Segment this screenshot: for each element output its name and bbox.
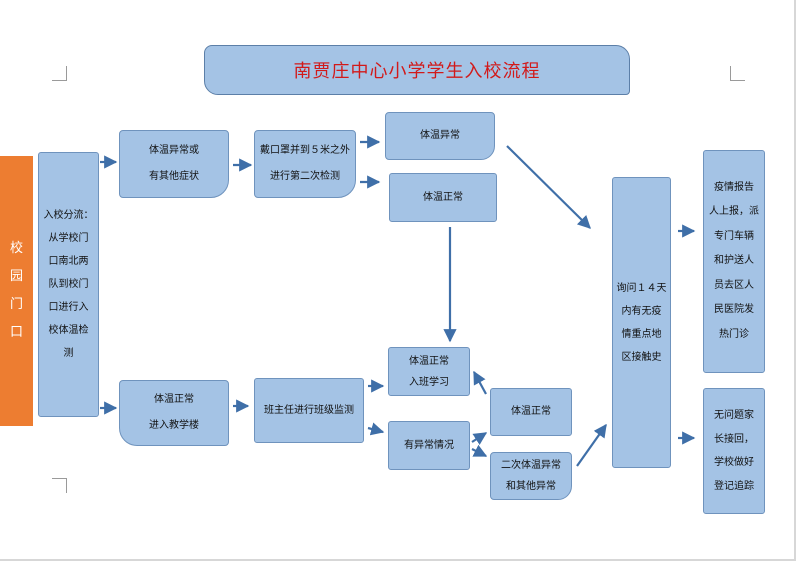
node-entry-diversion: 入校分流： 从学校门 口南北两 队到校门 口进行入 校体温检 测: [38, 152, 99, 417]
node-temp-normal-2: 体温正常: [490, 388, 572, 436]
node-temp-normal-text: 体温正常: [423, 191, 463, 203]
node-temp-normal: 体温正常: [389, 173, 497, 222]
campus-gate-bar: 校园门口: [0, 156, 33, 426]
node-teacher-monitor: 班主任进行班级监测: [254, 378, 364, 443]
node-normal-enter-class: 体温正常 入班学习: [388, 347, 470, 396]
node-normal-enter-building: 体温正常 进入教学楼: [119, 380, 229, 446]
arrow-abnormal-case-to-normal2: [471, 432, 488, 445]
node-mask-second-check-text: 戴口罩并到５米之外 进行第二次检测: [260, 145, 350, 182]
arrow-second-to-inquire: [576, 423, 607, 467]
node-report-hospital: 疫情报告 人上报，派 专门车辆 和护送人 员去区人 民医院发 热门诊: [703, 150, 765, 373]
campus-gate-label: 校园门口: [9, 241, 23, 340]
corner-mark-top-left: [52, 66, 67, 81]
node-normal-enter-class-text: 体温正常 入班学习: [409, 355, 449, 388]
corner-mark-bottom-left: [52, 478, 67, 493]
node-has-abnormal-text: 有异常情况: [404, 439, 454, 451]
corner-mark-top-right: [730, 66, 745, 81]
node-temp-normal-2-text: 体温正常: [511, 406, 551, 417]
page-title: 南贾庄中心小学学生入校流程: [293, 61, 541, 82]
node-mask-second-check: 戴口罩并到５米之外 进行第二次检测: [254, 130, 356, 198]
title-banner: 南贾庄中心小学学生入校流程: [204, 45, 630, 95]
node-abnormal-or-symptoms: 体温异常或 有其他症状: [119, 130, 229, 198]
arrow-abnormal-case-to-second: [471, 444, 488, 457]
node-second-abnormal: 二次体温异常 和其他异常: [490, 452, 572, 500]
node-inquire-history-text: 询问１４天 内有无疫 情重点地 区接触史: [616, 282, 667, 363]
node-has-abnormal: 有异常情况: [388, 421, 470, 470]
node-inquire-history: 询问１４天 内有无疫 情重点地 区接触史: [612, 177, 671, 468]
arrow-teacher-to-abnormal-case: [367, 422, 385, 436]
node-abnormal-or-symptoms-text: 体温异常或 有其他症状: [149, 145, 199, 182]
node-report-hospital-text: 疫情报告 人上报，派 专门车辆 和护送人 员去区人 民医院发 热门诊: [709, 181, 759, 340]
arrow-temp-normal2-to-class: [473, 370, 487, 395]
node-no-problem-home: 无问题家 长接回， 学校做好 登记追踪: [703, 388, 765, 514]
node-teacher-monitor-text: 班主任进行班级监测: [264, 404, 354, 416]
node-no-problem-home-text: 无问题家 长接回， 学校做好 登记追踪: [714, 410, 754, 492]
node-temp-abnormal: 体温异常: [385, 112, 495, 160]
node-second-abnormal-text: 二次体温异常 和其他异常: [501, 460, 561, 492]
arrow-temp-abnormal-to-inquire: [506, 145, 591, 229]
node-normal-enter-building-text: 体温正常 进入教学楼: [149, 394, 199, 431]
node-temp-abnormal-text: 体温异常: [420, 130, 460, 141]
node-entry-diversion-text: 入校分流： 从学校门 口南北两 队到校门 口进行入 校体温检 测: [43, 210, 94, 359]
